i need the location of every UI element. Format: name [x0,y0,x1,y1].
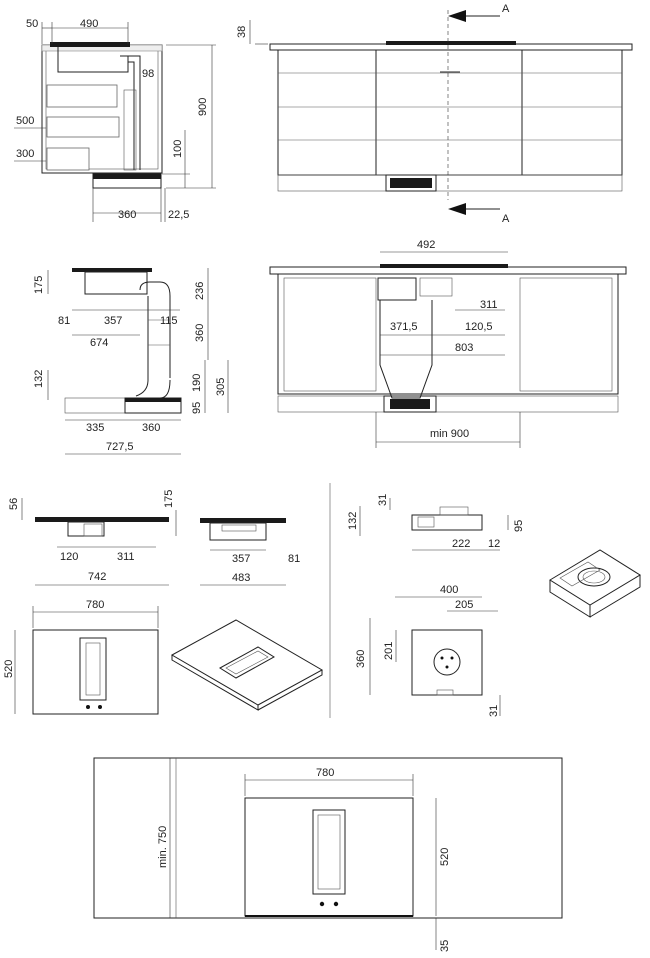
dim-label-311-hob: 311 [117,551,135,563]
dim-label-190: 190 [191,374,203,392]
dim-label-222: 222 [452,538,470,550]
panel-hob-top: 780 520 [3,599,159,715]
dim-label-727-5: 727,5 [106,441,134,453]
dim-label-132: 132 [33,370,45,388]
dim-label-120: 120 [60,551,78,563]
dim-label-360-vertical: 360 [194,324,206,342]
dim-label-490: 490 [80,18,98,30]
panel-section-a: 492 311 371,5 120,5 803 min 900 [269,239,627,448]
dim-label-31-filter: 31 [488,705,500,717]
dim-label-360-filter: 360 [355,650,367,668]
panel-worktop-cutout: 780 min. 750 520 35 [93,757,563,952]
dim-label-56: 56 [8,498,20,510]
dim-label-803: 803 [455,342,473,354]
dim-label-100: 100 [172,140,184,158]
dim-label-120-5: 120,5 [465,321,493,333]
hob-isometric [170,619,324,711]
dim-label-min-750: min. 750 [157,826,169,868]
dim-label-12: 12 [488,538,500,550]
panel-hob-side: 56 175 120 311 742 [8,490,177,586]
dim-label-95: 95 [191,402,203,414]
panel-front-view: 38 A A [236,3,633,225]
panel-duct-profile: 175 236 81 357 115 674 360 132 190 305 9… [33,268,229,455]
dim-label-500: 500 [16,115,34,127]
dim-label-520-top: 520 [3,660,15,678]
filter-box-isometric [549,549,641,618]
dim-label-38: 38 [236,26,248,38]
dim-label-175: 175 [33,276,45,294]
dim-label-175-hob: 175 [163,490,175,508]
dim-label-305: 305 [215,378,227,396]
dim-label-132-filter: 132 [347,512,359,530]
dim-label-35: 35 [439,940,451,952]
dim-label-400: 400 [440,584,458,596]
panel-filter-side: 31 132 95 222 12 [347,494,525,551]
dim-label-483: 483 [232,572,250,584]
dim-label-115: 115 [160,315,178,327]
dim-label-780-top: 780 [86,599,104,611]
dim-label-492: 492 [417,239,435,251]
dim-label-520-cutout: 520 [439,848,451,866]
dim-label-95-filter: 95 [513,520,525,532]
section-marker-a-top: A [502,3,510,15]
dim-label-357-end: 357 [232,553,250,565]
dim-label-311: 311 [480,299,498,311]
dim-label-357: 357 [104,315,122,327]
dim-label-900: 900 [197,98,209,116]
dim-label-201: 201 [383,642,395,660]
panel-filter-top: 400 205 360 201 31 [355,584,501,717]
dim-label-674: 674 [90,337,108,349]
dim-label-360-horizontal: 360 [142,422,160,434]
dim-label-31: 31 [377,494,389,506]
dim-label-335: 335 [86,422,104,434]
dim-label-742: 742 [88,571,106,583]
dim-label-min-900: min 900 [430,428,469,440]
dim-label-205: 205 [455,599,473,611]
dim-label-360: 360 [118,209,136,221]
dim-label-98: 98 [142,68,154,80]
dim-label-81: 81 [58,315,70,327]
dim-label-236: 236 [194,282,206,300]
dim-label-50: 50 [26,18,38,30]
dim-label-300: 300 [16,148,34,160]
dim-label-371-5: 371,5 [390,321,418,333]
dim-label-22-5: 22,5 [168,209,189,221]
dim-label-780-cutout: 780 [316,767,334,779]
panel-side-view: 50 490 98 900 500 300 100 360 22,5 [14,18,216,222]
section-marker-a-bottom: A [502,213,510,225]
panel-hob-end: 357 81 483 [200,518,300,586]
dim-label-81-end: 81 [288,553,300,565]
